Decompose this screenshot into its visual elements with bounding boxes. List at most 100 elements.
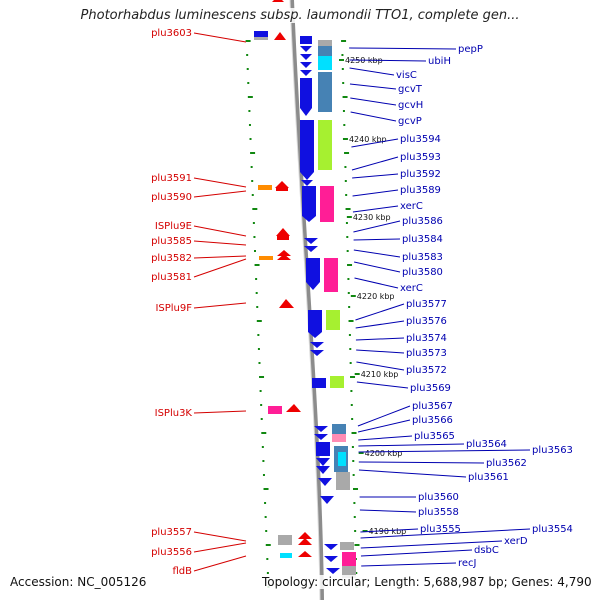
left-gene-labels[interactable]: plu3603plu3591plu3590ISPlu9Eplu3585plu35…: [151, 28, 247, 577]
right-gene-label[interactable]: visC: [396, 70, 417, 81]
gene-plu3576-block[interactable]: [326, 310, 340, 330]
gene-plu3561-arrow-1[interactable]: [316, 458, 330, 466]
gene-plu3590-block[interactable]: [258, 185, 272, 190]
right-gene-label[interactable]: recJ: [458, 558, 477, 569]
right-gene-label[interactable]: plu3563: [532, 445, 573, 456]
right-gene-label[interactable]: dsbC: [474, 545, 499, 556]
right-gene-label[interactable]: plu3567: [412, 401, 453, 412]
gene-plu3581-arrow[interactable]: [277, 254, 291, 260]
left-gene-label[interactable]: plu3590: [151, 192, 192, 203]
gene-plu3560-arrow[interactable]: [318, 478, 332, 486]
gene-plu3577-block[interactable]: [308, 310, 322, 332]
left-gene-label[interactable]: ISPlu9E: [155, 221, 192, 232]
right-gene-label[interactable]: plu3564: [466, 439, 507, 450]
right-gene-label[interactable]: gcvH: [398, 100, 423, 111]
right-gene-label[interactable]: plu3569: [410, 383, 451, 394]
gene-plu3594-block[interactable]: [300, 120, 314, 172]
gene-bottom-arrow[interactable]: [326, 568, 340, 574]
right-gene-label[interactable]: plu3555: [420, 524, 461, 535]
gene-plu3577-arrow[interactable]: [308, 332, 322, 338]
left-gene-label[interactable]: ISPlu3K: [155, 408, 193, 419]
gene-xerd-arrow[interactable]: [324, 544, 338, 550]
gene-plu3563-block[interactable]: [316, 442, 330, 456]
right-gene-label[interactable]: xerC: [400, 283, 423, 294]
gene-gcvh-block[interactable]: [300, 78, 312, 108]
gene-plu3557-arrow[interactable]: [298, 532, 312, 539]
right-gene-label[interactable]: plu3561: [468, 472, 509, 483]
gene-gcvp-arrow[interactable]: [300, 108, 312, 116]
gene-plu3589-block[interactable]: [302, 186, 316, 216]
gene-pepp-block[interactable]: [318, 40, 332, 46]
accession-value[interactable]: NC_005126: [77, 575, 147, 589]
right-gene-label[interactable]: plu3554: [532, 524, 573, 535]
left-gene-label[interactable]: plu3585: [151, 236, 192, 247]
left-gene-label[interactable]: plu3556: [151, 547, 192, 558]
gene-plu3589-arrow[interactable]: [302, 216, 316, 222]
right-gene-label[interactable]: plu3594: [400, 134, 441, 145]
gene-plu3554-pink[interactable]: [342, 552, 356, 566]
gene-plu3555-gray[interactable]: [340, 542, 354, 550]
right-gene-labels[interactable]: pepP ubiH visC gcvT gcvH gcvP plu3594 plu3593 pl…: [349, 44, 573, 569]
left-gene-label[interactable]: plu3557: [151, 527, 192, 538]
gene-plu3580-block[interactable]: [306, 258, 320, 282]
gene-plu3560-gray[interactable]: [336, 472, 350, 490]
right-gene-label[interactable]: xerC: [400, 201, 423, 212]
gene-plu3572-block[interactable]: [330, 376, 344, 388]
gene-plu3556-arrow[interactable]: [298, 538, 312, 545]
left-gene-label[interactable]: plu3582: [151, 253, 192, 264]
right-gene-label[interactable]: plu3589: [400, 185, 441, 196]
left-gene-label[interactable]: ISPlu9F: [155, 303, 192, 314]
gene-isplu9e-arrow[interactable]: [276, 228, 290, 236]
gene-plu3566-block[interactable]: [332, 434, 346, 442]
gene-isplu3k-arrow[interactable]: [286, 404, 301, 412]
gene-visc-block[interactable]: [318, 56, 332, 70]
right-gene-label[interactable]: plu3560: [418, 492, 459, 503]
gene-gcvt-block[interactable]: [318, 72, 332, 112]
right-gene-label[interactable]: plu3583: [402, 252, 443, 263]
gene-cluster-arrow-3[interactable]: [300, 62, 312, 68]
gene-plu3558-arrow[interactable]: [320, 496, 334, 504]
gene-plu3591-block[interactable]: [276, 188, 288, 191]
forward-features[interactable]: [254, 0, 312, 558]
gene-cluster-arrow-1[interactable]: [300, 46, 312, 52]
left-gene-label[interactable]: plu3603: [151, 28, 192, 39]
right-gene-label[interactable]: plu3566: [412, 415, 453, 426]
gene-fldb-block[interactable]: [280, 553, 292, 558]
gene-dsbc-arrow[interactable]: [324, 556, 338, 562]
gene-plu3569-block[interactable]: [312, 378, 326, 388]
gene-xerc2-block[interactable]: [324, 258, 338, 292]
gene-plu3562-cyan[interactable]: [338, 452, 346, 466]
right-gene-label[interactable]: xerD: [504, 536, 528, 547]
right-gene-label[interactable]: gcvT: [398, 84, 423, 95]
gene-plu3584-arrow[interactable]: [304, 246, 318, 252]
left-gene-label[interactable]: plu3581: [151, 272, 192, 283]
right-gene-label[interactable]: ubiH: [428, 56, 451, 67]
reverse-features[interactable]: [300, 36, 356, 578]
right-gene-label[interactable]: plu3586: [402, 216, 443, 227]
gene-cluster-arrow-4[interactable]: [300, 70, 312, 76]
right-gene-label[interactable]: plu3577: [406, 299, 447, 310]
gene-plu3592-arrow[interactable]: [301, 180, 313, 186]
right-gene-label[interactable]: plu3558: [418, 507, 459, 518]
gene-plu3580-arrow[interactable]: [306, 282, 320, 290]
left-gene-label[interactable]: fldB: [172, 566, 192, 577]
gene-plu3557-gray[interactable]: [278, 535, 292, 545]
gene-plu3573-arrow[interactable]: [310, 350, 324, 356]
gene-isplu9f-arrow[interactable]: [279, 299, 294, 308]
right-gene-label[interactable]: plu3574: [406, 333, 447, 344]
right-gene-label[interactable]: gcvP: [398, 116, 422, 127]
gene-plu3564-arrow[interactable]: [314, 434, 328, 440]
right-gene-label[interactable]: plu3592: [400, 169, 441, 180]
right-gene-label[interactable]: plu3580: [402, 267, 443, 278]
gene-plu3585-arrow[interactable]: [277, 250, 291, 256]
gene-plu3594-arrow[interactable]: [300, 172, 314, 180]
right-gene-label[interactable]: pepP: [458, 44, 483, 55]
gene-ubih-block[interactable]: [318, 46, 332, 56]
gene-plu3574-arrow[interactable]: [310, 342, 324, 348]
right-gene-label[interactable]: plu3593: [400, 152, 441, 163]
right-gene-label[interactable]: plu3572: [406, 365, 447, 376]
gene-plu3565-arrow[interactable]: [314, 426, 328, 432]
right-gene-label[interactable]: plu3576: [406, 316, 447, 327]
gene-isplu9e-block[interactable]: [277, 236, 289, 240]
